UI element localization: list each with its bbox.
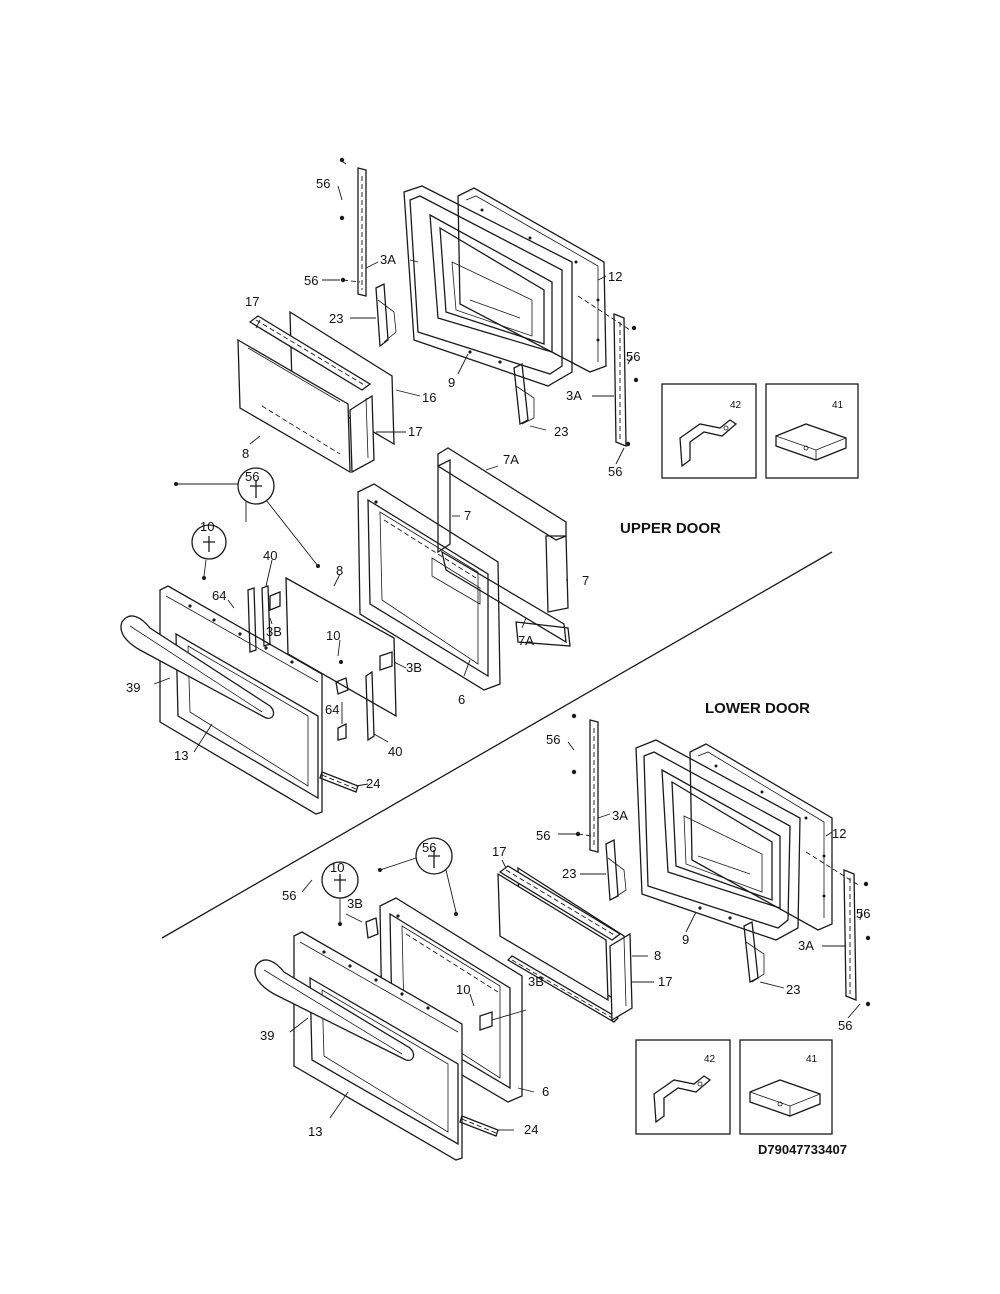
label-16: 16 bbox=[422, 390, 436, 405]
lower-screw-callout-56 bbox=[378, 837, 458, 916]
upper-part-box-42 bbox=[661, 383, 757, 479]
label-3B: 3B bbox=[406, 660, 422, 675]
label-3A: 3A bbox=[566, 388, 582, 403]
drawing-code: D79047733407 bbox=[758, 1142, 847, 1157]
upper-door-handle bbox=[120, 615, 275, 719]
label-64: 64 bbox=[325, 702, 339, 717]
label-64: 64 bbox=[212, 588, 226, 603]
label-56: 56 bbox=[316, 176, 330, 191]
upper-hinge-strip-right bbox=[577, 295, 639, 447]
label-56: 56 bbox=[536, 828, 550, 843]
upper-leader-lines bbox=[153, 185, 633, 787]
upper-door-back-panel bbox=[457, 187, 607, 373]
upper-side-brackets bbox=[247, 585, 393, 742]
label-10: 10 bbox=[456, 982, 470, 997]
label-56: 56 bbox=[856, 906, 870, 921]
label-10: 10 bbox=[200, 519, 214, 534]
label-56: 56 bbox=[626, 349, 640, 364]
label-8: 8 bbox=[654, 948, 661, 963]
label-8: 8 bbox=[242, 446, 249, 461]
label-10: 10 bbox=[330, 860, 344, 875]
label-7: 7 bbox=[464, 508, 471, 523]
label-13: 13 bbox=[308, 1124, 322, 1139]
label-42: 42 bbox=[730, 400, 742, 411]
label-3B: 3B bbox=[347, 896, 363, 911]
label-56: 56 bbox=[245, 469, 259, 484]
label-17: 17 bbox=[245, 294, 259, 309]
label-24: 24 bbox=[366, 776, 380, 791]
label-7A: 7A bbox=[503, 452, 519, 467]
upper-inner-panel bbox=[285, 576, 397, 718]
upper-bottom-trim bbox=[319, 771, 359, 793]
label-23: 23 bbox=[554, 424, 568, 439]
lower-inner-door-liner bbox=[635, 739, 801, 941]
label-56: 56 bbox=[282, 888, 296, 903]
label-6: 6 bbox=[542, 1084, 549, 1099]
lower-hinge-left bbox=[605, 838, 627, 902]
label-41: 41 bbox=[806, 1054, 818, 1065]
label-3A: 3A bbox=[612, 808, 628, 823]
lower-bottom-trim bbox=[459, 1115, 499, 1137]
label-42: 42 bbox=[704, 1054, 716, 1065]
label-56: 56 bbox=[304, 273, 318, 288]
lower-glass-assembly bbox=[497, 865, 633, 1023]
label-3A: 3A bbox=[798, 938, 814, 953]
section-title-upper: UPPER DOOR bbox=[620, 520, 721, 537]
label-7A: 7A bbox=[518, 633, 534, 648]
label-56: 56 bbox=[422, 840, 436, 855]
upper-inner-door-liner bbox=[403, 185, 573, 387]
lower-hinge-right bbox=[743, 920, 765, 984]
label-23: 23 bbox=[562, 866, 576, 881]
label-8: 8 bbox=[336, 563, 343, 578]
label-17: 17 bbox=[658, 974, 672, 989]
lower-door-back-panel bbox=[689, 743, 833, 931]
lower-side-clips bbox=[365, 917, 493, 1031]
label-56: 56 bbox=[546, 732, 560, 747]
upper-door-assembly bbox=[120, 157, 859, 815]
lower-screw-callout-10 bbox=[321, 861, 359, 926]
label-17: 17 bbox=[408, 424, 422, 439]
lower-door-assembly bbox=[254, 713, 871, 1161]
label-9: 9 bbox=[448, 375, 455, 390]
label-23: 23 bbox=[786, 982, 800, 997]
label-3B: 3B bbox=[528, 974, 544, 989]
upper-insulation bbox=[437, 447, 571, 647]
label-40: 40 bbox=[388, 744, 402, 759]
label-10: 10 bbox=[326, 628, 340, 643]
lower-door-handle bbox=[254, 959, 415, 1061]
upper-hinge-strip-left bbox=[339, 157, 367, 297]
label-24: 24 bbox=[524, 1122, 538, 1137]
upper-hinge-right bbox=[513, 362, 535, 426]
label-56: 56 bbox=[608, 464, 622, 479]
upper-part-box-41 bbox=[765, 383, 859, 479]
lower-hinge-strip-left bbox=[571, 713, 599, 853]
lower-leader-lines bbox=[289, 741, 863, 1131]
label-6: 6 bbox=[458, 692, 465, 707]
lower-part-box-41 bbox=[739, 1039, 833, 1135]
upper-hinge-left bbox=[375, 282, 397, 348]
label-7: 7 bbox=[582, 573, 589, 588]
label-39: 39 bbox=[126, 680, 140, 695]
label-13: 13 bbox=[174, 748, 188, 763]
upper-screw-callout-56 bbox=[174, 467, 320, 568]
section-title-lower: LOWER DOOR bbox=[705, 700, 810, 717]
label-56: 56 bbox=[838, 1018, 852, 1033]
label-12: 12 bbox=[832, 826, 846, 841]
label-9: 9 bbox=[682, 932, 689, 947]
label-3A: 3A bbox=[380, 252, 396, 267]
label-12: 12 bbox=[608, 269, 622, 284]
label-23: 23 bbox=[329, 311, 343, 326]
upper-screw-callout-10 bbox=[191, 524, 343, 664]
upper-door-frame bbox=[357, 483, 501, 691]
upper-glass-assembly bbox=[237, 310, 395, 474]
label-17: 17 bbox=[492, 844, 506, 859]
section-divider-line bbox=[161, 551, 833, 939]
label-41: 41 bbox=[832, 400, 844, 411]
lower-part-box-42 bbox=[635, 1039, 731, 1135]
label-39: 39 bbox=[260, 1028, 274, 1043]
lower-hinge-strip-right bbox=[805, 851, 871, 1007]
label-40: 40 bbox=[263, 548, 277, 563]
label-3B: 3B bbox=[266, 624, 282, 639]
